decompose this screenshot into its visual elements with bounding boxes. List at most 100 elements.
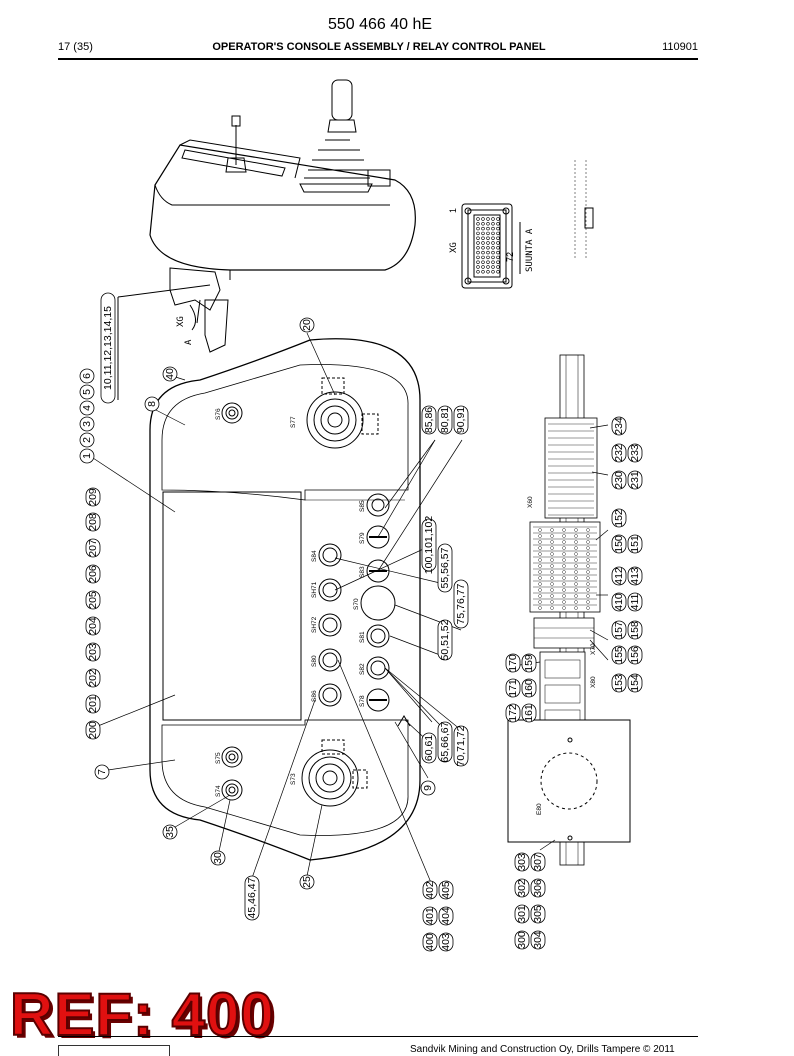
terminal-screw bbox=[586, 606, 590, 610]
connector-pin bbox=[486, 226, 490, 231]
callout-text-c411: 411 bbox=[629, 593, 641, 610]
callout-text-c55: 55,56,57 bbox=[439, 547, 451, 588]
connector-pin bbox=[476, 222, 480, 226]
terminal-screw bbox=[550, 594, 554, 598]
terminal-screw bbox=[550, 564, 554, 568]
connector-pin bbox=[496, 217, 500, 221]
callout-c412: 412 bbox=[611, 566, 627, 586]
terminal-screw bbox=[538, 558, 542, 562]
label-sh72: SH72 bbox=[311, 616, 318, 633]
callout-text-c234: 234 bbox=[613, 417, 625, 435]
terminal-screw bbox=[538, 594, 542, 598]
callout-text-c7: 7 bbox=[96, 769, 108, 775]
terminal-screw bbox=[538, 564, 542, 568]
joystick-s77 bbox=[306, 377, 379, 449]
connector-pin bbox=[496, 246, 500, 250]
callout-text-c231: 231 bbox=[629, 471, 641, 489]
footer-copyright: Sandvik Mining and Construction Oy, Dril… bbox=[410, 1044, 675, 1055]
callout-c208: 208 bbox=[85, 512, 101, 532]
connector-pin bbox=[496, 270, 500, 274]
connector-pin bbox=[496, 231, 500, 236]
callout-text-c400: 400 bbox=[424, 933, 436, 951]
callout-c231: 231 bbox=[627, 470, 643, 490]
callout-c35: 35 bbox=[162, 824, 178, 840]
connector-pin bbox=[481, 217, 485, 221]
callout-text-c100: 100,101,102 bbox=[423, 516, 435, 575]
callout-c204: 204 bbox=[85, 616, 101, 636]
callout-text-c154: 154 bbox=[629, 674, 641, 692]
connector-pin bbox=[491, 236, 495, 240]
callout-c304: 304 bbox=[530, 930, 546, 950]
callout-text-c405: 405 bbox=[440, 881, 452, 899]
callout-text-c172: 172 bbox=[507, 704, 519, 722]
callout-c80: 80,81 bbox=[437, 405, 453, 435]
terminal-screw bbox=[574, 576, 578, 580]
connector-pin bbox=[481, 255, 485, 260]
callout-text-c90: 90,91 bbox=[455, 407, 467, 433]
terminal-screw bbox=[562, 570, 566, 574]
connector-pin bbox=[476, 217, 480, 221]
callout-text-c8: 8 bbox=[146, 401, 158, 407]
terminal-screw bbox=[538, 540, 542, 544]
connector-pin bbox=[491, 270, 495, 274]
callout-text-c230: 230 bbox=[613, 471, 625, 489]
terminal-screw bbox=[550, 558, 554, 562]
callout-c159: 159 bbox=[521, 653, 537, 673]
terminal-screw bbox=[574, 570, 578, 574]
callout-c413: 413 bbox=[627, 566, 643, 586]
callout-c300: 300 bbox=[514, 930, 530, 950]
callout-text-c25: 25 bbox=[301, 876, 313, 888]
callout-c4: 4 bbox=[79, 400, 95, 416]
callout-text-c153: 153 bbox=[613, 674, 625, 692]
callout-c410: 410 bbox=[611, 592, 627, 612]
callout-text-c80: 80,81 bbox=[439, 407, 451, 433]
callout-c158: 158 bbox=[627, 620, 643, 640]
terminal-screw bbox=[574, 558, 578, 562]
callout-c8: 8 bbox=[144, 396, 160, 412]
connector-pin bbox=[491, 226, 495, 231]
callout-c400: 400 bbox=[422, 932, 438, 952]
callout-c1: 1 bbox=[79, 448, 95, 464]
callout-c154: 154 bbox=[627, 673, 643, 693]
xg-connector-detail: XG 1 72 SUUNTA A bbox=[448, 160, 594, 289]
terminal-screw bbox=[586, 546, 590, 550]
callout-text-c203: 203 bbox=[87, 643, 99, 661]
terminal-screw bbox=[538, 534, 542, 538]
connector-pin bbox=[491, 255, 495, 260]
callout-text-c60: 60,61 bbox=[423, 735, 435, 761]
terminal-screw bbox=[562, 528, 566, 532]
terminal-screw bbox=[586, 540, 590, 544]
terminal-screw bbox=[550, 528, 554, 532]
connector-pin bbox=[486, 231, 490, 236]
terminal-screw bbox=[574, 606, 578, 610]
pin-1-label: 1 bbox=[448, 208, 458, 213]
connector-pin bbox=[491, 241, 495, 245]
connector-pin bbox=[476, 270, 480, 274]
terminal-screw bbox=[574, 540, 578, 544]
callout-c65: 65,66,67 bbox=[437, 721, 453, 762]
callout-text-c171: 171 bbox=[507, 679, 519, 697]
label-s76: S76 bbox=[215, 408, 222, 420]
callout-text-c40: 40 bbox=[164, 368, 176, 380]
callout-c155: 155 bbox=[611, 645, 627, 665]
callout-c85: 85,86 bbox=[421, 405, 437, 435]
terminal-screw bbox=[550, 546, 554, 550]
connector-pin bbox=[476, 250, 480, 255]
connector-pin bbox=[481, 226, 485, 231]
connector-pin bbox=[491, 231, 495, 236]
terminal-screw bbox=[574, 600, 578, 604]
callout-text-c150: 150 bbox=[613, 535, 625, 553]
connector-pin bbox=[491, 265, 495, 269]
terminal-screw bbox=[586, 576, 590, 580]
callout-c201: 201 bbox=[85, 694, 101, 714]
xg-label: XG bbox=[176, 316, 186, 327]
console-top-view: S76 S77 S75 S74 S73 S85 S79 S83 S70 S81 … bbox=[149, 338, 421, 861]
callout-text-c302: 302 bbox=[516, 879, 528, 897]
callout-c171: 171 bbox=[505, 678, 521, 698]
connector-pin bbox=[491, 217, 495, 221]
connector-pin bbox=[476, 246, 480, 250]
callout-c25: 25 bbox=[299, 874, 315, 890]
terminal-screw bbox=[550, 540, 554, 544]
terminal-screw bbox=[574, 594, 578, 598]
terminal-screw bbox=[574, 528, 578, 532]
